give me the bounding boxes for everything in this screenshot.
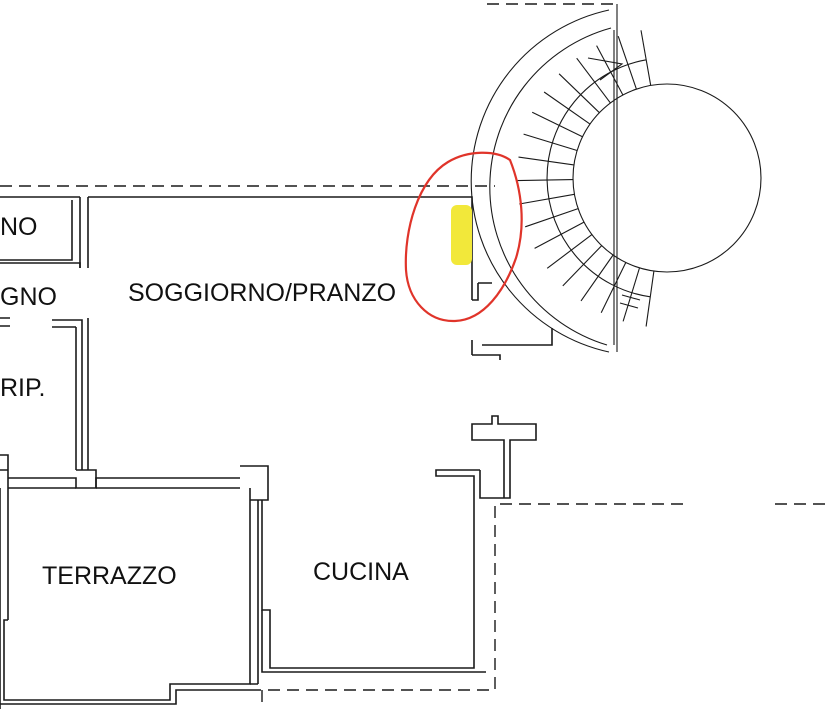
stair-tread (645, 271, 655, 327)
room-label-cucina: CUCINA (313, 558, 409, 586)
stair-handrail (546, 59, 651, 298)
room-label-rip: RIP. (0, 374, 45, 402)
stair-tread (617, 36, 637, 90)
stair-tread (558, 73, 600, 114)
stair-tread (516, 179, 574, 182)
room-label-terrazzo: TERRAZZO (42, 562, 177, 590)
stair-tread (531, 111, 583, 138)
stair-tread (640, 30, 652, 86)
red-circle-annotation (404, 151, 523, 323)
stair-tread (546, 234, 593, 269)
stair-tread (543, 91, 591, 125)
room-label-no: NO (0, 213, 38, 241)
stair-tread (622, 267, 641, 322)
annotations (404, 151, 523, 323)
stair-tread (562, 245, 603, 287)
stair-tread (580, 254, 614, 302)
stair-tread (534, 221, 585, 249)
stair-tread (596, 45, 624, 96)
dashed-outline (0, 3, 827, 709)
room-label-bagno: GNO (0, 283, 57, 311)
stair-tread (518, 156, 574, 166)
stair-tread (519, 193, 575, 205)
stair-tread (525, 208, 579, 228)
walls (0, 196, 553, 709)
room-label-soggiorno: SOGGIORNO/PRANZO (128, 279, 396, 307)
stair-tread (523, 133, 578, 152)
yellow-highlight-mark (451, 205, 472, 265)
stair-tread (600, 262, 627, 314)
spiral-staircase-icon (470, 4, 762, 353)
stair-tread (576, 57, 611, 104)
